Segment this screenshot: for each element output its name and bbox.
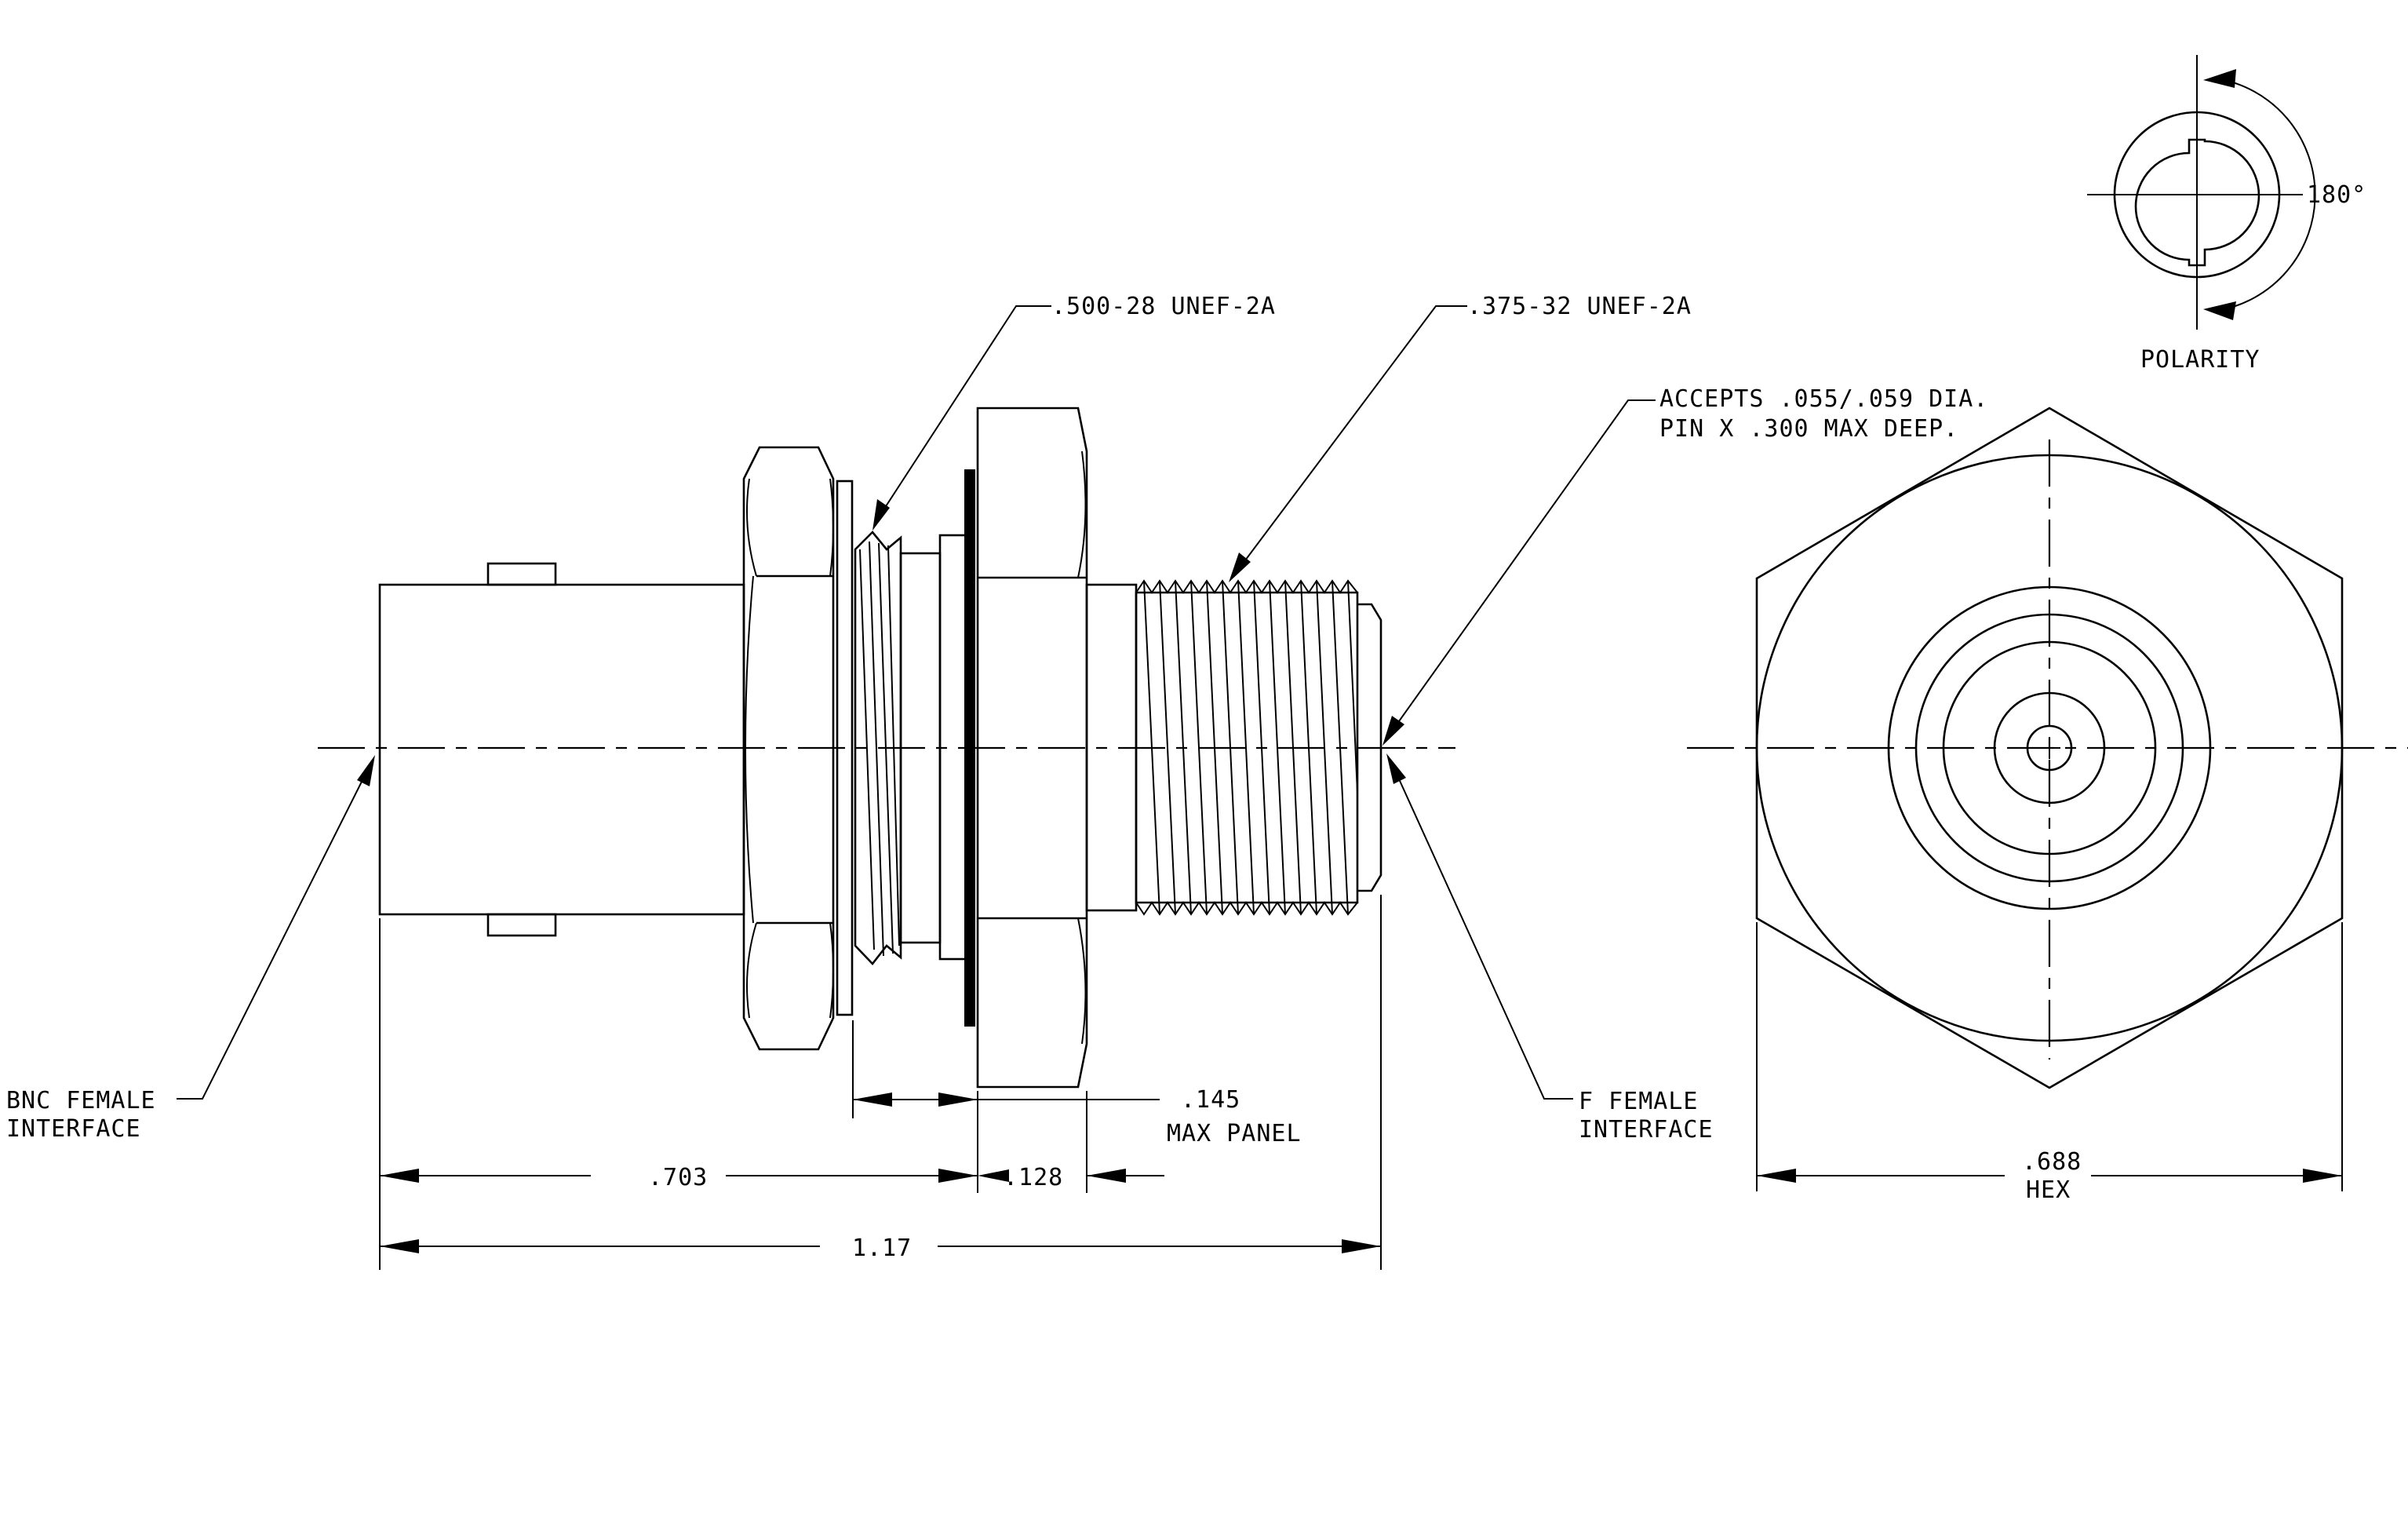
- label-accepts-line2: PIN X .300 MAX DEEP.: [1659, 415, 1958, 443]
- polarity-angle: 180°: [2307, 181, 2366, 209]
- dim-145-text: MAX PANEL: [1167, 1120, 1302, 1147]
- label-bnc-line2: INTERFACE: [6, 1115, 141, 1143]
- dim-145-arrow-left: [853, 1092, 892, 1107]
- dim-128-arrow-left: [978, 1169, 1009, 1182]
- large-thread: [854, 531, 902, 965]
- label-thread-small: .375-32 UNEF-2A: [1467, 293, 1692, 320]
- small-thread: [1135, 579, 1359, 916]
- dim-145-value: .145: [1181, 1086, 1240, 1114]
- dim-145-arrow-right: [938, 1092, 978, 1107]
- leader-f: [1392, 764, 1573, 1100]
- polarity-label: POLARITY: [2140, 346, 2260, 374]
- hex-dim-value: .688: [2022, 1148, 2082, 1176]
- leader-bnc-arrow: [357, 755, 375, 786]
- dim-117-label: 1.17: [852, 1235, 912, 1262]
- label-accepts-line1: ACCEPTS .055/.059 DIA.: [1659, 385, 1988, 413]
- label-bnc-line1: BNC FEMALE: [6, 1087, 156, 1114]
- leader-thread-large: [876, 305, 1051, 520]
- dim-703-arrow-left: [380, 1169, 419, 1183]
- dim-703-label: .703: [648, 1164, 708, 1191]
- lock-washer: [836, 480, 854, 1016]
- end-hex-outline: [1755, 407, 2344, 1089]
- leader-thread-small: [1235, 305, 1467, 574]
- hex-dim-arrow-right: [2303, 1169, 2342, 1183]
- hex-dim-text: HEX: [2026, 1176, 2071, 1204]
- leader-f-arrow: [1386, 753, 1406, 784]
- polarity-arrow-bottom: [2203, 301, 2236, 320]
- dim-128-arrow-right: [1087, 1169, 1126, 1183]
- label-f-line1: F FEMALE: [1579, 1088, 1699, 1115]
- dim-117-arrow-left: [380, 1239, 419, 1253]
- thread-tip: [1357, 603, 1383, 892]
- label-f-line2: INTERFACE: [1579, 1116, 1714, 1143]
- leader-accepts-arrow: [1383, 716, 1404, 746]
- side-view: .145 MAX PANEL .703 .128 1.17 .500-28 UN…: [6, 293, 1988, 1270]
- left-hex-nut: [742, 446, 835, 1051]
- bnc-bayonet-stud-bottom: [486, 913, 557, 937]
- bnc-bayonet-stud-top: [486, 562, 557, 586]
- hex-dim-arrow-left: [1757, 1169, 1796, 1183]
- leader-bnc: [177, 767, 370, 1100]
- polarity-view: 180° POLARITY: [2087, 55, 2366, 374]
- label-thread-large: .500-28 UNEF-2A: [1051, 293, 1276, 320]
- bnc-body: [378, 583, 745, 916]
- leader-thread-large-arrow: [872, 499, 890, 531]
- leader-thread-small-arrow: [1229, 553, 1251, 582]
- dim-703-arrow-right: [938, 1169, 978, 1183]
- leader-accepts: [1386, 399, 1656, 739]
- polarity-arc: [2216, 78, 2316, 312]
- right-hex-nut: [976, 407, 1088, 1089]
- end-view: .688 HEX: [1687, 407, 2408, 1204]
- polarity-key-outline: [2134, 138, 2260, 267]
- dim-117-arrow-right: [1342, 1239, 1381, 1253]
- polarity-arrow-top: [2203, 69, 2236, 88]
- panel-gasket: [964, 469, 975, 1027]
- dim-128-label: .128: [1004, 1164, 1063, 1191]
